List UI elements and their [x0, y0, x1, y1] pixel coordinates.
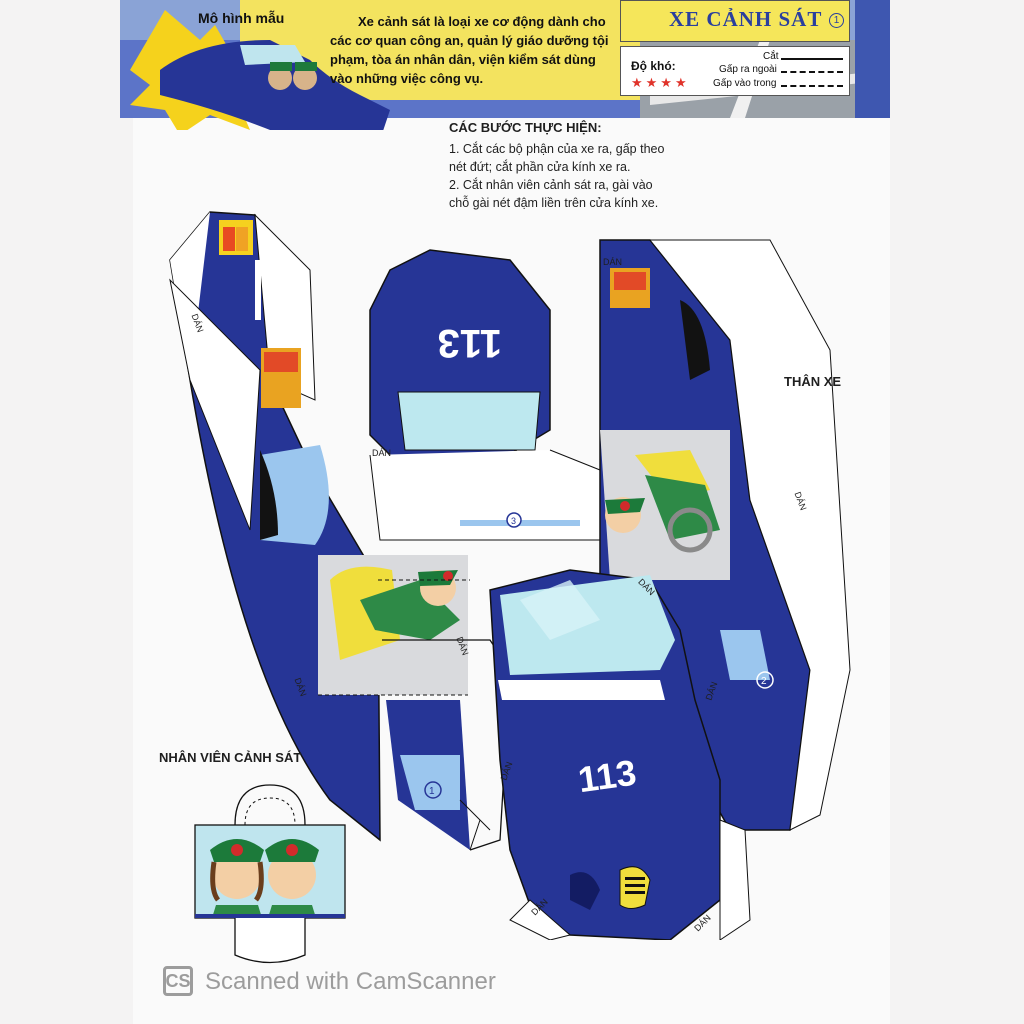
roof-piece: 113 3 — [369, 249, 601, 541]
step-line: 1. Cắt các bộ phận của xe ra, gấp theo — [449, 142, 665, 156]
intro-line: Xe cảnh sát là loại xe cơ động dành cho — [358, 14, 606, 29]
legend-box: Độ khó: ★★★★ Cắt Gấp ra ngoài Gấp vào tr… — [620, 46, 850, 96]
legend-fold-out-line — [781, 71, 843, 73]
step-line: 2. Cắt nhân viên cảnh sát ra, gài vào — [449, 178, 653, 192]
piece-number-1: 1 — [429, 786, 435, 797]
intro-text: Xe cảnh sát là loại xe cơ động dành cho … — [330, 12, 630, 88]
model-label: Mô hình mẫu — [198, 10, 285, 26]
intro-line: vào những việc công vụ. — [330, 71, 484, 86]
papercraft-template: 1 113 3 2 — [169, 211, 851, 940]
officer-label: NHÂN VIÊN CẢNH SÁT — [159, 750, 302, 765]
glue-label: DÁN — [372, 448, 392, 458]
step-line: chỗ gài nét đậm liền trên cửa kính xe. — [449, 196, 659, 210]
steps-list: 1. Cắt các bộ phận của xe ra, gấp theo n… — [449, 140, 664, 212]
steps-heading: CÁC BƯỚC THỰC HIỆN: — [449, 120, 602, 135]
scanner-text: Scanned with CamScanner — [205, 968, 496, 995]
legend-cut: Cắt — [763, 51, 779, 62]
roof-number: 113 — [437, 321, 502, 365]
title-number: 1 — [829, 13, 844, 28]
legend-fold-in: Gấp vào trong — [713, 78, 777, 89]
legend-fold-out: Gấp ra ngoài — [719, 64, 777, 75]
difficulty-label: Độ khó: — [631, 59, 676, 73]
hood-piece: 113 — [489, 569, 751, 940]
camscanner-logo: CS — [163, 966, 193, 996]
step-line: nét đứt; cắt phần cửa kính xe ra. — [449, 160, 631, 174]
officer-cutout — [194, 784, 346, 964]
legend-fold-in-line — [781, 85, 843, 87]
intro-line: các cơ quan công an, quản lý giáo dưỡng … — [330, 33, 609, 48]
intro-line: phạm, tòa án nhân dân, viện kiểm sát dùn… — [330, 52, 596, 67]
glue-label: DÁN — [603, 257, 623, 267]
title-box: XE CẢNH SÁT 1 — [620, 0, 850, 42]
left-body-piece: 1 — [169, 211, 511, 851]
piece-number-2: 2 — [761, 676, 767, 687]
piece-number-3: 3 — [511, 516, 516, 526]
legend-cut-line — [781, 58, 843, 60]
page-title: XE CẢNH SÁT — [669, 7, 823, 31]
hood-number: 113 — [576, 752, 639, 801]
body-label: THÂN XE — [784, 374, 842, 389]
difficulty-stars: ★★★★ — [631, 75, 690, 90]
